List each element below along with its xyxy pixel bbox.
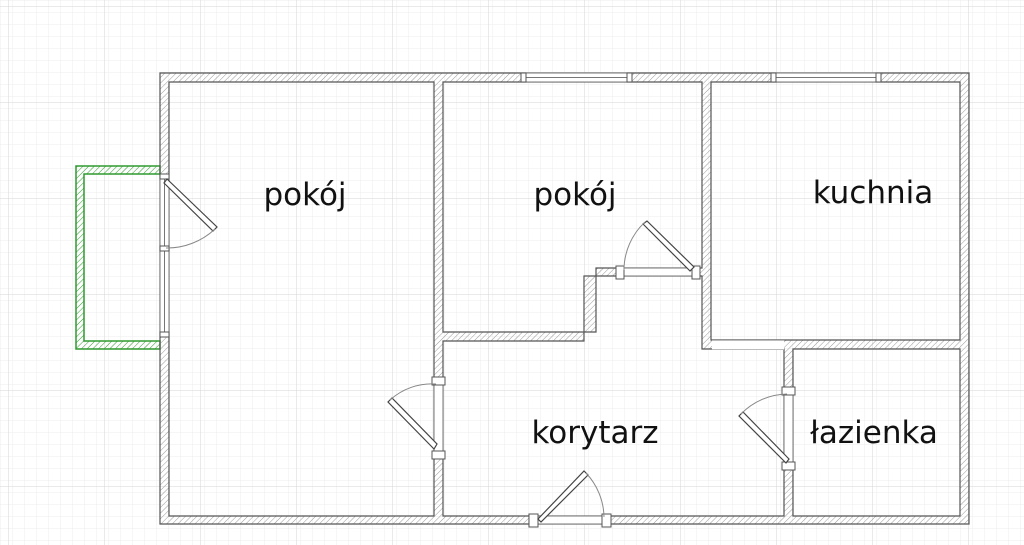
room-label-lazienka: łazienka [810, 415, 938, 451]
door-entrance[interactable] [528, 470, 612, 528]
room-label-kuchnia: kuchnia [813, 175, 934, 211]
room-label-pokoj-middle: pokój [533, 177, 616, 213]
walls [159, 72, 970, 525]
door-middle-room[interactable] [615, 220, 701, 280]
door-bathroom[interactable] [738, 386, 796, 471]
room-label-korytarz: korytarz [531, 415, 658, 451]
door-left-room[interactable] [387, 376, 446, 460]
window-top-right[interactable] [770, 72, 882, 83]
window-top-middle[interactable] [520, 72, 633, 83]
room-label-pokoj-left: pokój [263, 177, 346, 213]
balcony-door[interactable] [159, 173, 218, 338]
